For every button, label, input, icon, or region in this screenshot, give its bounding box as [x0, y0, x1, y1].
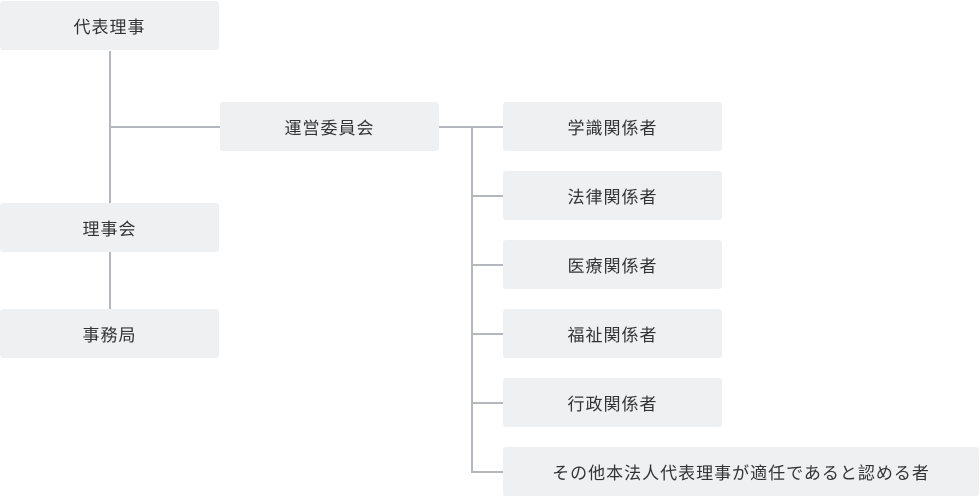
steering-committee-box: 運営委員会 — [220, 102, 439, 151]
connector-member-5 — [471, 402, 503, 404]
secretariat-box: 事務局 — [0, 309, 219, 358]
committee-member-other: その他本法人代表理事が適任であると認める者 — [503, 447, 979, 496]
committee-member-welfare: 福祉関係者 — [503, 309, 722, 358]
connector-board-secretariat — [109, 252, 111, 309]
board-of-directors-box: 理事会 — [0, 203, 219, 252]
committee-member-medical: 医療関係者 — [503, 240, 722, 289]
connector-to-committee — [110, 126, 220, 128]
connector-members-trunk — [471, 126, 473, 472]
connector-member-3 — [471, 264, 503, 266]
committee-member-legal: 法律関係者 — [503, 171, 722, 220]
connector-member-6 — [471, 471, 503, 473]
connector-member-4 — [471, 333, 503, 335]
committee-member-academic: 学識関係者 — [503, 102, 722, 151]
representative-director-box: 代表理事 — [0, 1, 219, 50]
connector-member-2 — [471, 195, 503, 197]
committee-member-government: 行政関係者 — [503, 378, 722, 427]
